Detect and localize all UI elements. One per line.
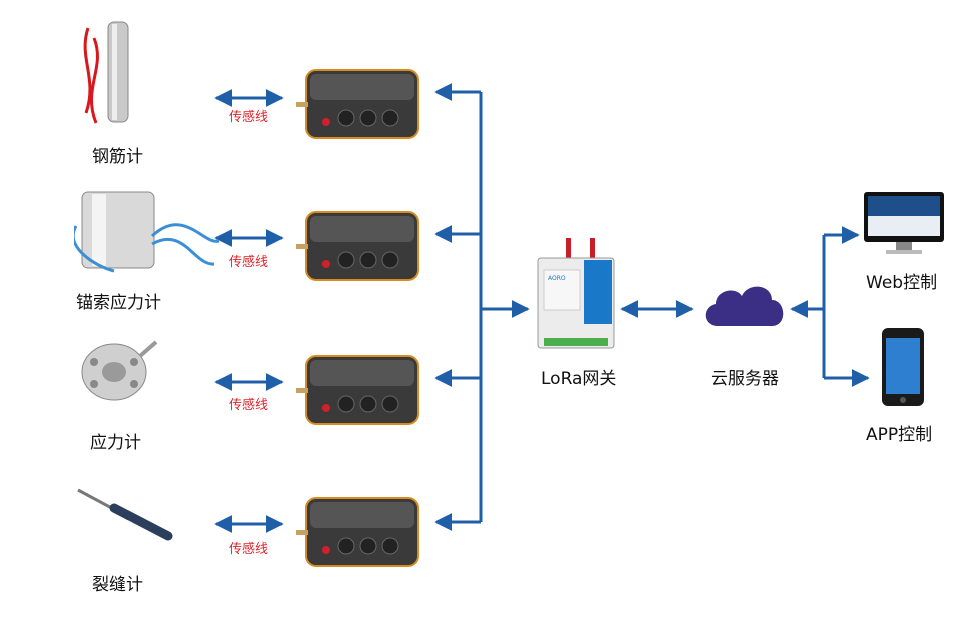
stress-meter-image: [81, 340, 158, 401]
gateway-brand-text: AORO: [548, 275, 566, 282]
sensor-label-4: 裂缝计: [92, 575, 143, 595]
sensor-label-3: 应力计: [90, 433, 141, 453]
cloud-icon: [705, 286, 784, 326]
web-monitor-icon: [864, 192, 944, 254]
sensor-label-1: 钢筋计: [92, 147, 143, 167]
wire-label-1: 传感线: [229, 110, 269, 125]
gateway-label: LoRa网关: [541, 369, 617, 389]
wire-label-3: 传感线: [229, 398, 269, 413]
lora-gateway-image: AORO: [537, 238, 615, 349]
collector-node-3: [296, 355, 419, 425]
collector-node-4: [296, 497, 419, 567]
collector-node-1: [296, 69, 419, 139]
wire-label-4: 传感线: [229, 542, 269, 557]
rebar-meter-image: [83, 21, 129, 124]
anchor-cable-meter-image: [74, 191, 220, 273]
web-control-label: Web控制: [866, 273, 938, 293]
cloud-label: 云服务器: [711, 369, 779, 389]
phone-icon: [882, 328, 924, 406]
sensor-label-2: 锚索应力计: [76, 293, 161, 313]
wire-label-2: 传感线: [229, 255, 269, 270]
collector-node-2: [296, 211, 419, 281]
app-control-label: APP控制: [866, 425, 933, 445]
crack-meter-image: [77, 488, 173, 541]
